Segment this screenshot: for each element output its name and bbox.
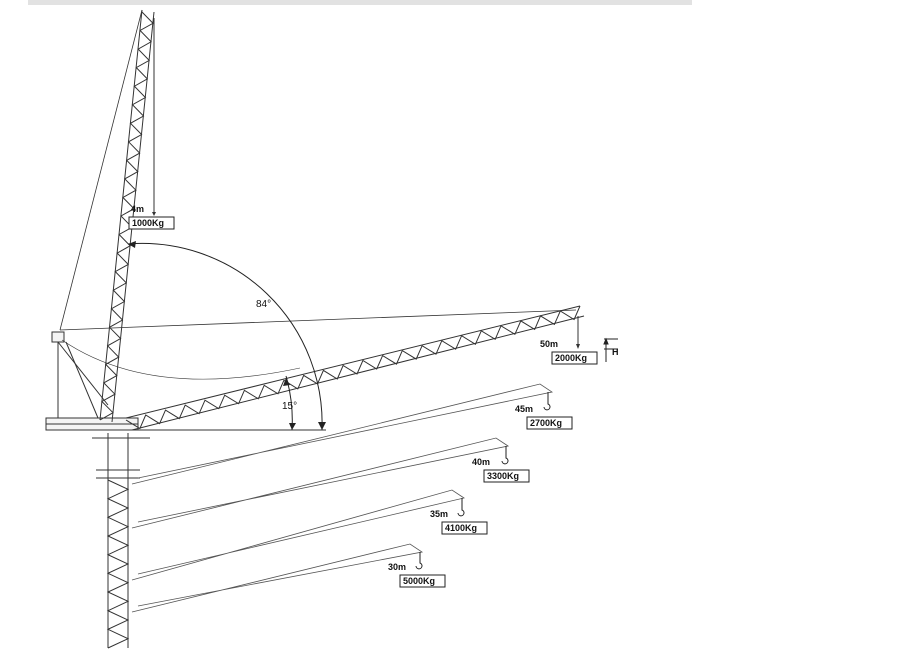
radius-label: 35m bbox=[430, 509, 448, 519]
height-label: H bbox=[612, 347, 619, 357]
load-label: 3300Kg bbox=[487, 471, 519, 481]
ghost-jib-35m bbox=[131, 489, 465, 581]
ghost-jib-40m bbox=[131, 437, 510, 529]
hook-icon-30m bbox=[415, 552, 423, 570]
load-label: 1000Kg bbox=[132, 218, 164, 228]
jib-lowered-15 bbox=[59, 305, 585, 431]
radius-label: 40m bbox=[472, 457, 490, 467]
height-marker bbox=[603, 337, 618, 362]
angle-arc-84 bbox=[127, 242, 323, 431]
load-box bbox=[128, 216, 175, 230]
load-label: 2000Kg bbox=[555, 353, 587, 363]
radius-label: 4m bbox=[131, 204, 144, 214]
angle-label-15: 15° bbox=[282, 401, 297, 412]
load-label: 5000Kg bbox=[403, 576, 435, 586]
ghost-jibs bbox=[131, 383, 554, 613]
load-label: 4100Kg bbox=[445, 523, 477, 533]
load-labels: 4m 1000Kg 50m 2000Kg 45m 2700Kg 40m 3300Kg 35m 41… bbox=[128, 204, 598, 588]
radius-label: 30m bbox=[388, 562, 406, 572]
radius-label: 50m bbox=[540, 339, 558, 349]
top-divider-bar bbox=[28, 0, 692, 5]
ghost-jib-30m bbox=[131, 543, 424, 613]
load-box bbox=[441, 521, 488, 535]
ghost-hooks bbox=[415, 392, 551, 570]
angle-label-84: 84° bbox=[256, 299, 271, 310]
load-box bbox=[526, 416, 573, 430]
load-box bbox=[551, 351, 598, 365]
radius-label: 45m bbox=[515, 404, 533, 414]
load-label: 2700Kg bbox=[530, 418, 562, 428]
load-box bbox=[483, 469, 530, 483]
hook-icon-45m bbox=[543, 392, 551, 411]
hook-icon-35m bbox=[457, 498, 465, 517]
load-box bbox=[399, 574, 446, 588]
turntable bbox=[45, 331, 139, 431]
hook-icon-40m bbox=[501, 446, 509, 465]
ghost-jib-45m bbox=[131, 383, 554, 485]
tower-mast bbox=[92, 433, 150, 649]
